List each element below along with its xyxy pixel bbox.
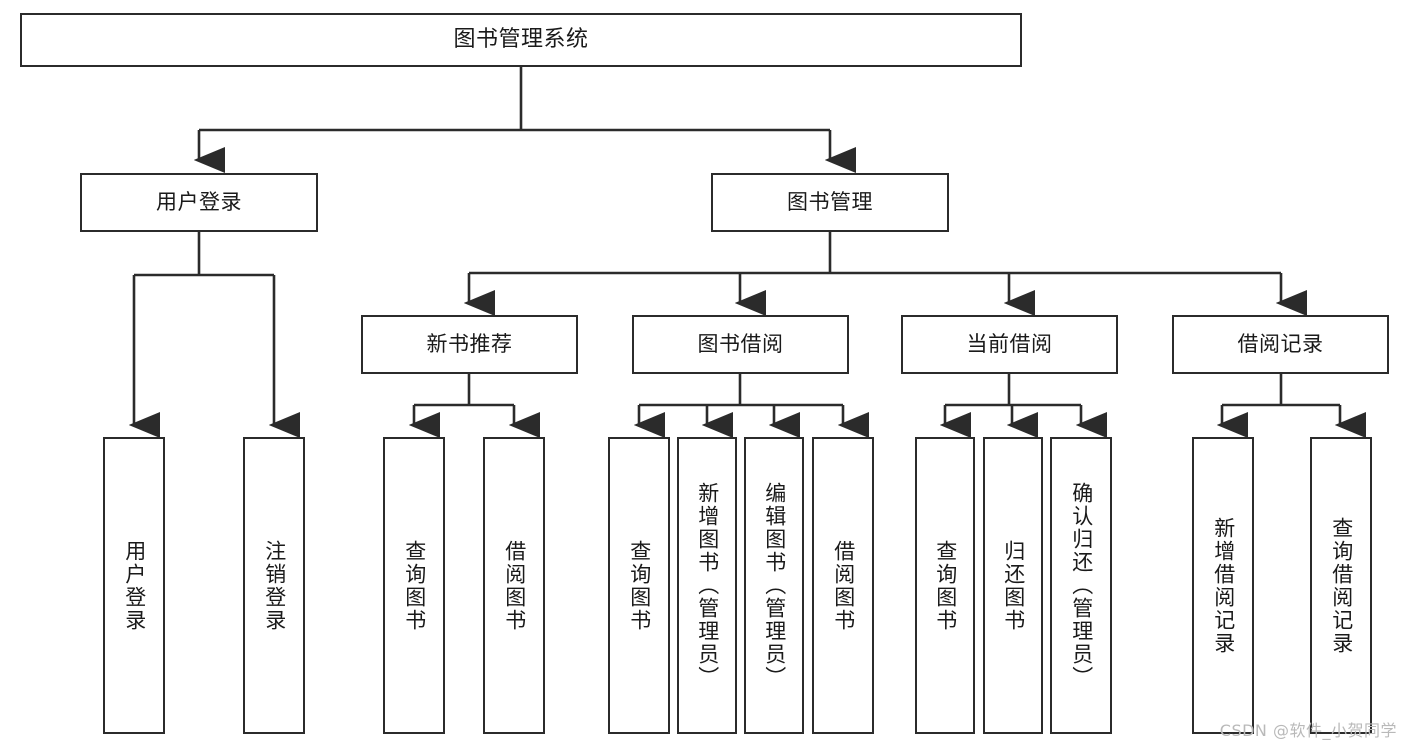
node-root[interactable]: 图书管理系统 — [20, 13, 1022, 67]
node-user-login-label: 用户登录 — [156, 190, 242, 215]
node-book-borrow-label: 图书借阅 — [697, 332, 784, 357]
node-leaf-query-book-1[interactable]: 查询图书 — [383, 437, 445, 734]
node-leaf-query-book-2[interactable]: 查询图书 — [608, 437, 670, 734]
node-leaf-user-login-label: 用户登录 — [122, 539, 147, 632]
node-book-manage-label: 图书管理 — [787, 190, 873, 215]
node-leaf-borrow-book-1[interactable]: 借阅图书 — [483, 437, 545, 734]
node-leaf-query-record-label: 查询借阅记录 — [1329, 516, 1354, 655]
node-leaf-confirm-return-label: 确认归还（管理员） — [1069, 482, 1094, 689]
node-leaf-edit-book-label: 编辑图书（管理员） — [762, 482, 787, 689]
node-borrow-record[interactable]: 借阅记录 — [1172, 315, 1389, 374]
node-leaf-borrow-book-1-label: 借阅图书 — [502, 539, 527, 632]
node-leaf-return-book[interactable]: 归还图书 — [983, 437, 1043, 734]
node-leaf-logout-login-label: 注销登录 — [262, 539, 287, 632]
node-current-borrow-label: 当前借阅 — [966, 332, 1053, 357]
node-book-borrow[interactable]: 图书借阅 — [632, 315, 849, 374]
node-current-borrow[interactable]: 当前借阅 — [901, 315, 1118, 374]
node-leaf-add-record[interactable]: 新增借阅记录 — [1192, 437, 1254, 734]
node-leaf-logout-login[interactable]: 注销登录 — [243, 437, 305, 734]
node-leaf-query-book-1-label: 查询图书 — [402, 539, 427, 632]
node-new-book-rec-label: 新书推荐 — [426, 332, 513, 357]
node-user-login[interactable]: 用户登录 — [80, 173, 318, 232]
node-leaf-add-book[interactable]: 新增图书（管理员） — [677, 437, 737, 734]
node-leaf-user-login[interactable]: 用户登录 — [103, 437, 165, 734]
node-book-manage[interactable]: 图书管理 — [711, 173, 949, 232]
node-borrow-record-label: 借阅记录 — [1237, 332, 1324, 357]
node-root-label: 图书管理系统 — [453, 27, 589, 53]
csdn-watermark: CSDN @软件_小贺同学 — [1219, 721, 1397, 740]
node-leaf-borrow-book-2-label: 借阅图书 — [831, 539, 856, 632]
node-leaf-add-record-label: 新增借阅记录 — [1211, 516, 1236, 655]
node-leaf-query-record[interactable]: 查询借阅记录 — [1310, 437, 1372, 734]
node-leaf-query-book-2-label: 查询图书 — [627, 539, 652, 632]
node-leaf-borrow-book-2[interactable]: 借阅图书 — [812, 437, 874, 734]
node-leaf-confirm-return[interactable]: 确认归还（管理员） — [1050, 437, 1112, 734]
node-new-book-rec[interactable]: 新书推荐 — [361, 315, 578, 374]
node-leaf-query-book-3-label: 查询图书 — [933, 539, 958, 632]
node-leaf-query-book-3[interactable]: 查询图书 — [915, 437, 975, 734]
node-leaf-edit-book[interactable]: 编辑图书（管理员） — [744, 437, 804, 734]
node-leaf-add-book-label: 新增图书（管理员） — [695, 482, 720, 689]
node-leaf-return-book-label: 归还图书 — [1001, 539, 1026, 632]
